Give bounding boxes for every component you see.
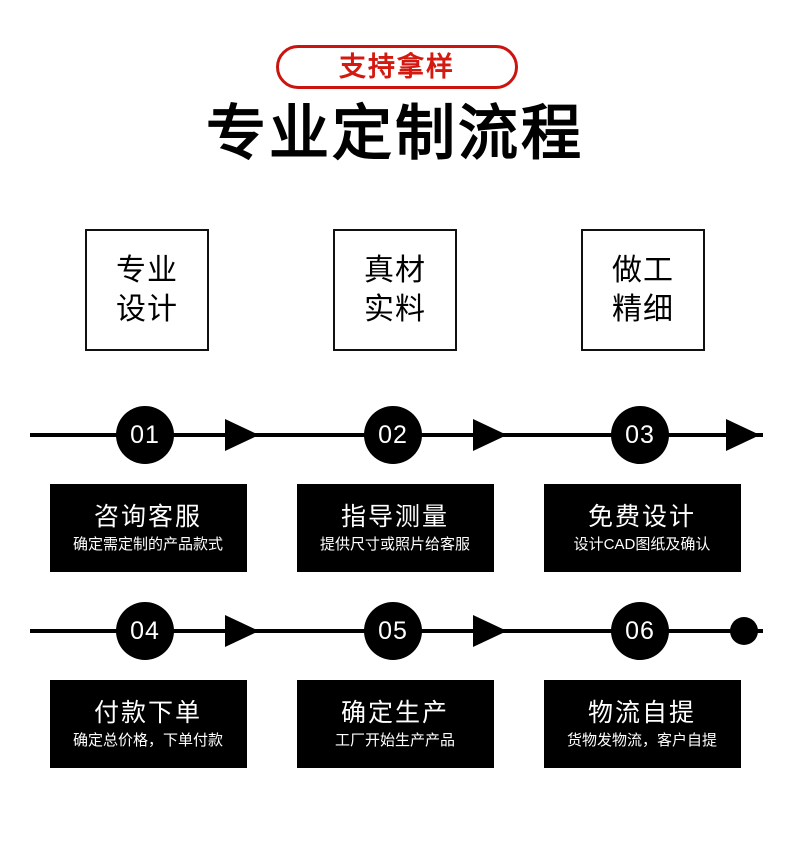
step-card-04: 付款下单 确定总价格，下单付款 bbox=[49, 680, 247, 768]
step-card-01-subtitle: 确定需定制的产品款式 bbox=[72, 536, 223, 553]
feature-box-craft: 做工 精细 bbox=[581, 229, 705, 351]
step-number-06: 06 bbox=[611, 602, 669, 660]
feature-box-material-line2: 实料 bbox=[364, 293, 426, 326]
step-card-02-subtitle: 提供尺寸或照片给客服 bbox=[319, 536, 470, 553]
arrow-right-icon bbox=[225, 615, 259, 647]
feature-box-craft-line1: 做工 bbox=[612, 254, 674, 287]
step-card-03-subtitle: 设计CAD图纸及确认 bbox=[573, 536, 711, 553]
sample-support-badge-label: 支持拿样 bbox=[339, 51, 455, 82]
step-card-03: 免费设计 设计CAD图纸及确认 bbox=[543, 484, 741, 572]
step-number-05: 05 bbox=[364, 602, 422, 660]
step-card-05-subtitle: 工厂开始生产产品 bbox=[334, 732, 455, 749]
feature-box-material-line1: 真材 bbox=[364, 254, 426, 287]
step-number-03: 03 bbox=[611, 406, 669, 464]
feature-box-design-line2: 设计 bbox=[116, 293, 178, 326]
feature-box-row: 专业 设计 真材 实料 做工 精细 bbox=[0, 229, 790, 351]
sample-support-badge: 支持拿样 bbox=[276, 45, 518, 89]
arrow-right-icon bbox=[473, 615, 507, 647]
arrow-right-icon bbox=[726, 419, 760, 451]
timeline-row-2: 04 05 06 bbox=[0, 601, 790, 661]
step-card-05-title: 确定生产 bbox=[340, 699, 449, 727]
step-card-06: 物流自提 货物发物流，客户自提 bbox=[543, 680, 741, 768]
step-card-01-title: 咨询客服 bbox=[93, 503, 202, 531]
step-card-04-title: 付款下单 bbox=[93, 699, 202, 727]
step-number-04: 04 bbox=[116, 602, 174, 660]
step-card-row-1: 咨询客服 确定需定制的产品款式 指导测量 提供尺寸或照片给客服 免费设计 设计C… bbox=[0, 484, 790, 572]
step-card-02-title: 指导测量 bbox=[340, 503, 449, 531]
step-card-05: 确定生产 工厂开始生产产品 bbox=[296, 680, 494, 768]
feature-box-craft-line2: 精细 bbox=[612, 293, 674, 326]
step-card-06-subtitle: 货物发物流，客户自提 bbox=[566, 732, 717, 749]
step-card-01: 咨询客服 确定需定制的产品款式 bbox=[49, 484, 247, 572]
step-number-02: 02 bbox=[364, 406, 422, 464]
step-card-03-title: 免费设计 bbox=[587, 503, 696, 531]
step-card-06-title: 物流自提 bbox=[587, 699, 696, 727]
timeline-row-1: 01 02 03 bbox=[0, 405, 790, 465]
arrow-right-icon bbox=[473, 419, 507, 451]
feature-box-material: 真材 实料 bbox=[333, 229, 457, 351]
timeline-end-dot-icon bbox=[730, 617, 758, 645]
step-number-01: 01 bbox=[116, 406, 174, 464]
page-title: 专业定制流程 bbox=[206, 100, 584, 167]
arrow-right-icon bbox=[225, 419, 259, 451]
step-card-04-subtitle: 确定总价格，下单付款 bbox=[72, 732, 223, 749]
step-card-02: 指导测量 提供尺寸或照片给客服 bbox=[296, 484, 494, 572]
feature-box-design: 专业 设计 bbox=[85, 229, 209, 351]
step-card-row-2: 付款下单 确定总价格，下单付款 确定生产 工厂开始生产产品 物流自提 货物发物流… bbox=[0, 680, 790, 768]
feature-box-design-line1: 专业 bbox=[116, 254, 178, 287]
